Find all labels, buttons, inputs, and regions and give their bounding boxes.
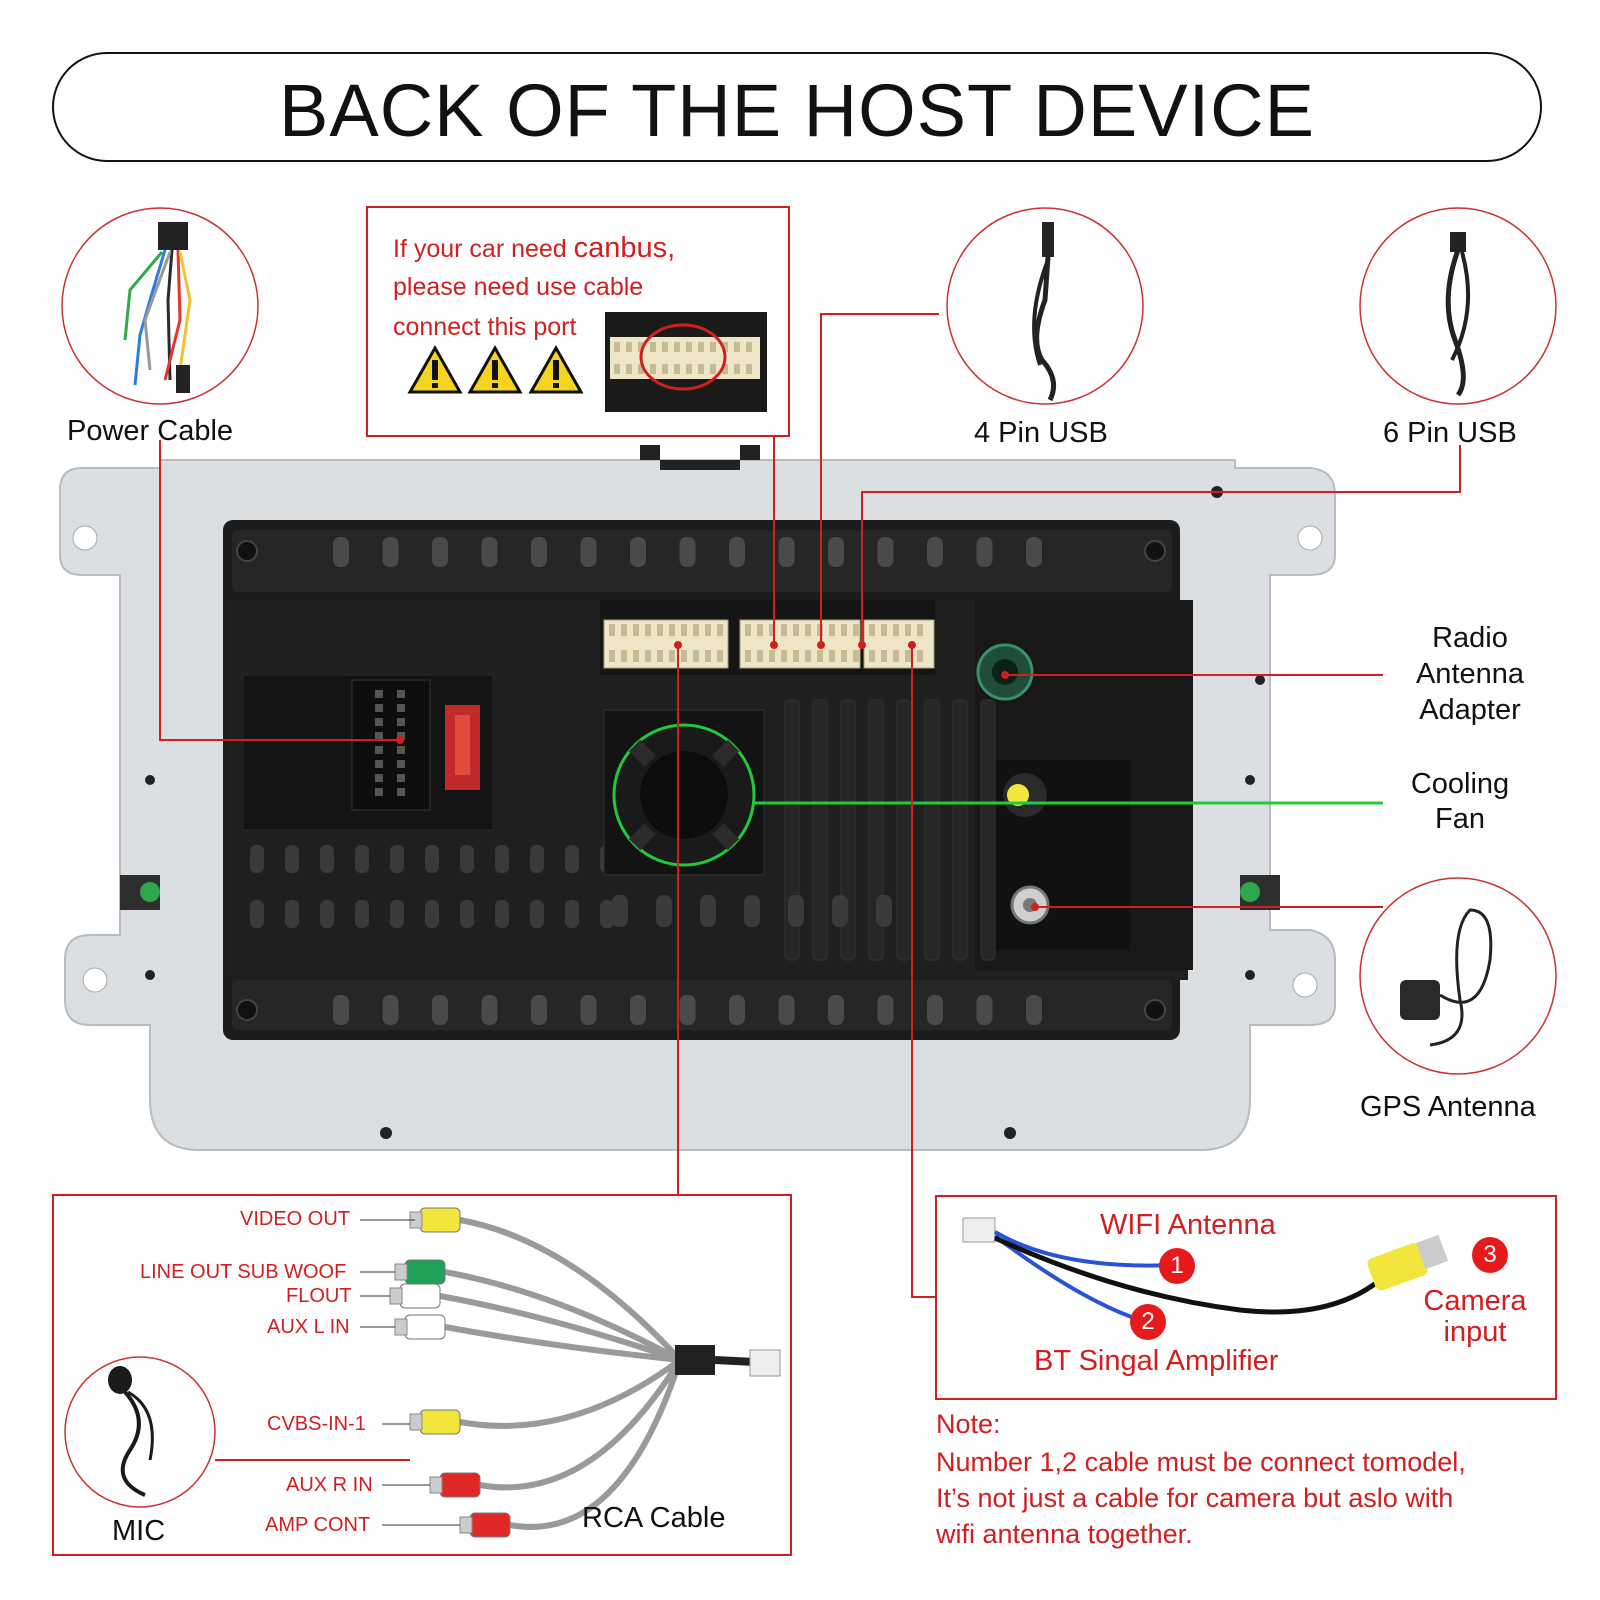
- usb6-photo: [1359, 207, 1557, 405]
- rca-port-label: CVBS-IN-1: [267, 1413, 366, 1435]
- screws: [236, 540, 1166, 1021]
- badge-3: 3: [1483, 1241, 1497, 1268]
- rca-port-label: VIDEO OUT: [240, 1208, 351, 1230]
- canbus-emphasis: canbus,: [573, 232, 676, 264]
- leader-lines: [159, 313, 1461, 1298]
- rca-cable-label: RCA Cable: [582, 1502, 726, 1534]
- gps-antenna-photo: [1359, 877, 1557, 1075]
- badge-1: 1: [1170, 1252, 1184, 1279]
- usb4-photo: [946, 207, 1144, 405]
- wifi-antenna-label: WIFI Antenna: [1100, 1209, 1276, 1241]
- usb6-label: 6 Pin USB: [1383, 417, 1517, 449]
- harness-ports: [600, 600, 935, 675]
- radio-antenna-label-2: Antenna: [1415, 658, 1525, 690]
- warning-icons: [407, 344, 584, 394]
- power-cable-photo: [61, 207, 259, 405]
- usb4-label: 4 Pin USB: [974, 417, 1108, 449]
- canbus-line-1-prefix: If your car need: [393, 235, 574, 263]
- rca-callout: [52, 1194, 792, 1556]
- rca-port-label: FLOUT: [286, 1285, 352, 1307]
- radio-antenna-label-3: Adapter: [1419, 694, 1521, 726]
- top-vents: [333, 537, 1042, 567]
- yellow-plug: [1003, 773, 1047, 817]
- rca-port-label: LINE OUT SUB WOOF: [140, 1261, 347, 1283]
- canbus-callout: [366, 206, 790, 437]
- camera-input-label-1: Camera: [1423, 1285, 1527, 1317]
- rca-port-label: AUX R IN: [286, 1474, 373, 1496]
- camera-input-label-2: input: [1443, 1316, 1507, 1348]
- rca-port-label: AMP CONT: [265, 1514, 371, 1536]
- rca-plugs: [389, 1207, 781, 1538]
- note-line-3: wifi antenna together.: [936, 1519, 1193, 1549]
- camera-callout: [935, 1195, 1557, 1400]
- cooling-fan-label-2: Fan: [1435, 803, 1485, 835]
- cooling-fan-label-1: Cooling: [1410, 768, 1510, 800]
- number-badges: [1130, 1237, 1508, 1340]
- title-frame: BACK OF THE HOST DEVICE: [52, 52, 1542, 162]
- gps-socket: [1010, 885, 1050, 925]
- radio-antenna-label-1: Radio: [1432, 622, 1508, 654]
- canbus-line-3: connect this port: [393, 313, 577, 341]
- note-line-2: It’s not just a cable for camera but asl…: [936, 1483, 1454, 1513]
- leader-dots: [396, 641, 1039, 911]
- cooling-fan: [603, 709, 765, 876]
- note-line-1: Number 1,2 cable must be connect tomodel…: [936, 1447, 1466, 1477]
- badge-2: 2: [1141, 1308, 1155, 1335]
- canbus-line-2: please need use cable: [393, 273, 644, 301]
- bottom-vents: [333, 995, 1042, 1025]
- gps-antenna-label: GPS Antenna: [1360, 1091, 1536, 1123]
- mic-label: MIC: [112, 1515, 166, 1547]
- page-title: BACK OF THE HOST DEVICE: [279, 69, 1315, 152]
- rca-port-label: AUX L IN: [267, 1316, 350, 1338]
- note-heading: Note:: [936, 1409, 1001, 1439]
- power-port: [242, 674, 494, 831]
- mid-vents: [250, 699, 996, 961]
- bt-amplifier-label: BT Singal Amplifier: [1034, 1345, 1279, 1377]
- power-cable-label: Power Cable: [67, 415, 234, 447]
- canbus-line-1: If your car need canbus,: [393, 232, 675, 265]
